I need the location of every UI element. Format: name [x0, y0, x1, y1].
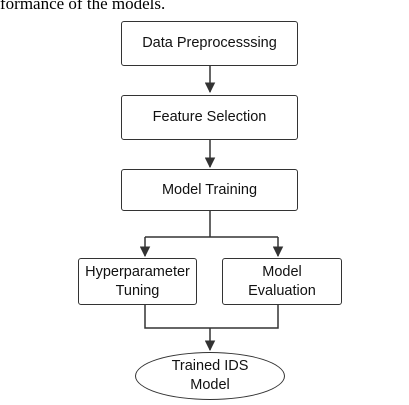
model-evaluation-label: Model Evaluation [248, 263, 316, 299]
data-preprocessing-label: Data Preprocesssing [142, 35, 277, 51]
model-training-box: Model Training [121, 169, 298, 211]
hyperparameter-tuning-box: Hyperparameter Tuning [78, 258, 197, 305]
model-evaluation-box: Model Evaluation [222, 258, 342, 305]
data-preprocessing-box: Data Preprocesssing [121, 21, 298, 66]
trained-ids-model-label: Trained IDS Model [171, 358, 249, 393]
feature-selection-box: Feature Selection [121, 95, 298, 140]
model-training-label: Model Training [161, 181, 258, 198]
hyperparameter-tuning-label: Hyperparameter Tuning [85, 263, 190, 299]
feature-selection-label: Feature Selection [152, 109, 267, 125]
caption-text: formance of the models. [0, 0, 166, 13]
trained-ids-model-ellipse: Trained IDS Model [135, 352, 285, 400]
connector-hyperparameter-merge [144, 305, 279, 329]
